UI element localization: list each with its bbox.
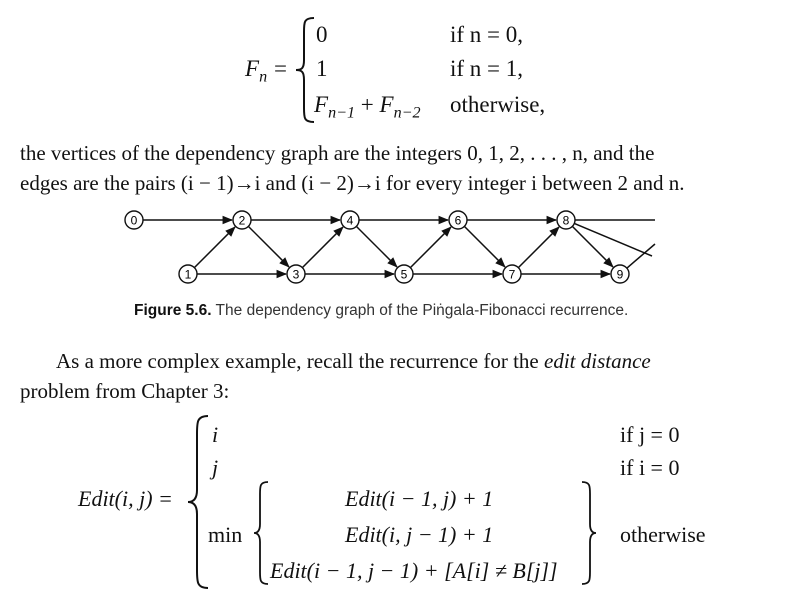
graph-node-label: 2 <box>239 214 246 228</box>
figure-caption-text: The dependency graph of the Piṅgala-Fibo… <box>211 302 629 319</box>
edge-8-diagonal-continuation <box>574 222 653 257</box>
fib-term-a: F <box>314 92 329 117</box>
graph-node-label: 5 <box>401 268 408 282</box>
graph-node-label: 6 <box>455 214 462 228</box>
graph-node-label: 8 <box>563 214 570 228</box>
graph-node-3: 3 <box>286 264 306 284</box>
paragraph-2: As a more complex example, recall the re… <box>20 346 651 406</box>
fib-lhs-sub: n <box>259 68 268 86</box>
graph-node-label: 7 <box>509 268 516 282</box>
edge-6-to-7 <box>463 225 506 268</box>
min-term-1: Edit(i − 1, j) + 1 <box>345 486 494 511</box>
fib-lhs: Fn <box>245 56 267 87</box>
min-term-3: Edit(i − 1, j − 1) + [A[i] ≠ B[j]] <box>270 558 558 583</box>
graph-node-label: 9 <box>617 268 624 282</box>
paragraph-2-line-1: As a more complex example, recall the re… <box>20 346 651 376</box>
edge-1-to-2 <box>193 226 236 269</box>
dependency-graph: 0 1 2 3 4 5 6 7 8 9 <box>124 210 656 284</box>
graph-node-8: 8 <box>556 210 576 230</box>
fib-sub-a: n−1 <box>328 104 356 122</box>
edge-7-to-8 <box>517 226 560 269</box>
fib-lhs-base: F <box>245 56 260 81</box>
graph-node-label: 3 <box>293 268 300 282</box>
edge-5-to-6 <box>409 226 452 269</box>
fib-case-1-expr: 1 <box>316 56 328 81</box>
paragraph-2-line-2: problem from Chapter 3: <box>20 379 230 403</box>
min-left-brace <box>253 481 269 585</box>
paragraph-2-emphasis: edit distance <box>544 349 651 373</box>
graph-node-9: 9 <box>610 264 630 284</box>
fib-case-1-cond: if n = 1, <box>450 56 524 81</box>
edge-3-to-4 <box>301 226 344 269</box>
edge-4-to-5 <box>355 225 398 268</box>
figure-caption: Figure 5.6. The dependency graph of the … <box>134 302 628 320</box>
graph-node-2: 2 <box>232 210 252 230</box>
figure-label: Figure 5.6. <box>134 302 212 319</box>
fib-equals: = <box>274 56 287 81</box>
fib-case-2-cond: otherwise, <box>450 92 546 117</box>
min-right-brace <box>581 481 597 585</box>
graph-node-label: 4 <box>347 214 354 228</box>
graph-node-6: 6 <box>448 210 468 230</box>
edit-left-brace <box>187 415 209 589</box>
fib-plus: + <box>355 92 380 117</box>
min-term-2: Edit(i, j − 1) + 1 <box>345 522 494 547</box>
fib-sub-b: n−2 <box>393 104 421 122</box>
edit-lhs: Edit(i, j) = <box>78 486 173 511</box>
graph-node-4: 4 <box>340 210 360 230</box>
paragraph-2-text: As a more complex example, recall the re… <box>56 349 545 373</box>
paragraph-1-line-1: the vertices of the dependency graph are… <box>20 141 655 165</box>
graph-node-0: 0 <box>124 210 144 230</box>
edge-2-to-3 <box>247 225 290 268</box>
paragraph-1: the vertices of the dependency graph are… <box>20 138 685 198</box>
graph-node-label: 1 <box>185 268 192 282</box>
graph-node-7: 7 <box>502 264 522 284</box>
graph-node-1: 1 <box>178 264 198 284</box>
fib-case-0-cond: if n = 0, <box>450 22 524 47</box>
edge-9-continuation <box>626 243 656 269</box>
fib-case-2-expr: Fn−1 + Fn−2 <box>314 92 421 123</box>
edit-case-2-expr: j <box>212 455 219 480</box>
fib-left-brace <box>295 17 315 123</box>
edit-case-1-expr: i <box>212 422 219 447</box>
fib-case-0-expr: 0 <box>316 22 328 47</box>
fib-term-b: F <box>379 92 394 117</box>
edit-case-3-cond: otherwise <box>620 522 706 547</box>
edge-8-to-9 <box>571 225 614 268</box>
graph-node-5: 5 <box>394 264 414 284</box>
edit-case-1-cond: if j = 0 <box>620 422 680 447</box>
paragraph-1-line-2: edges are the pairs (i − 1)→i and (i − 2… <box>20 171 685 195</box>
edit-case-2-cond: if i = 0 <box>620 455 680 480</box>
edit-min-label: min <box>208 522 243 547</box>
graph-node-label: 0 <box>131 214 138 228</box>
